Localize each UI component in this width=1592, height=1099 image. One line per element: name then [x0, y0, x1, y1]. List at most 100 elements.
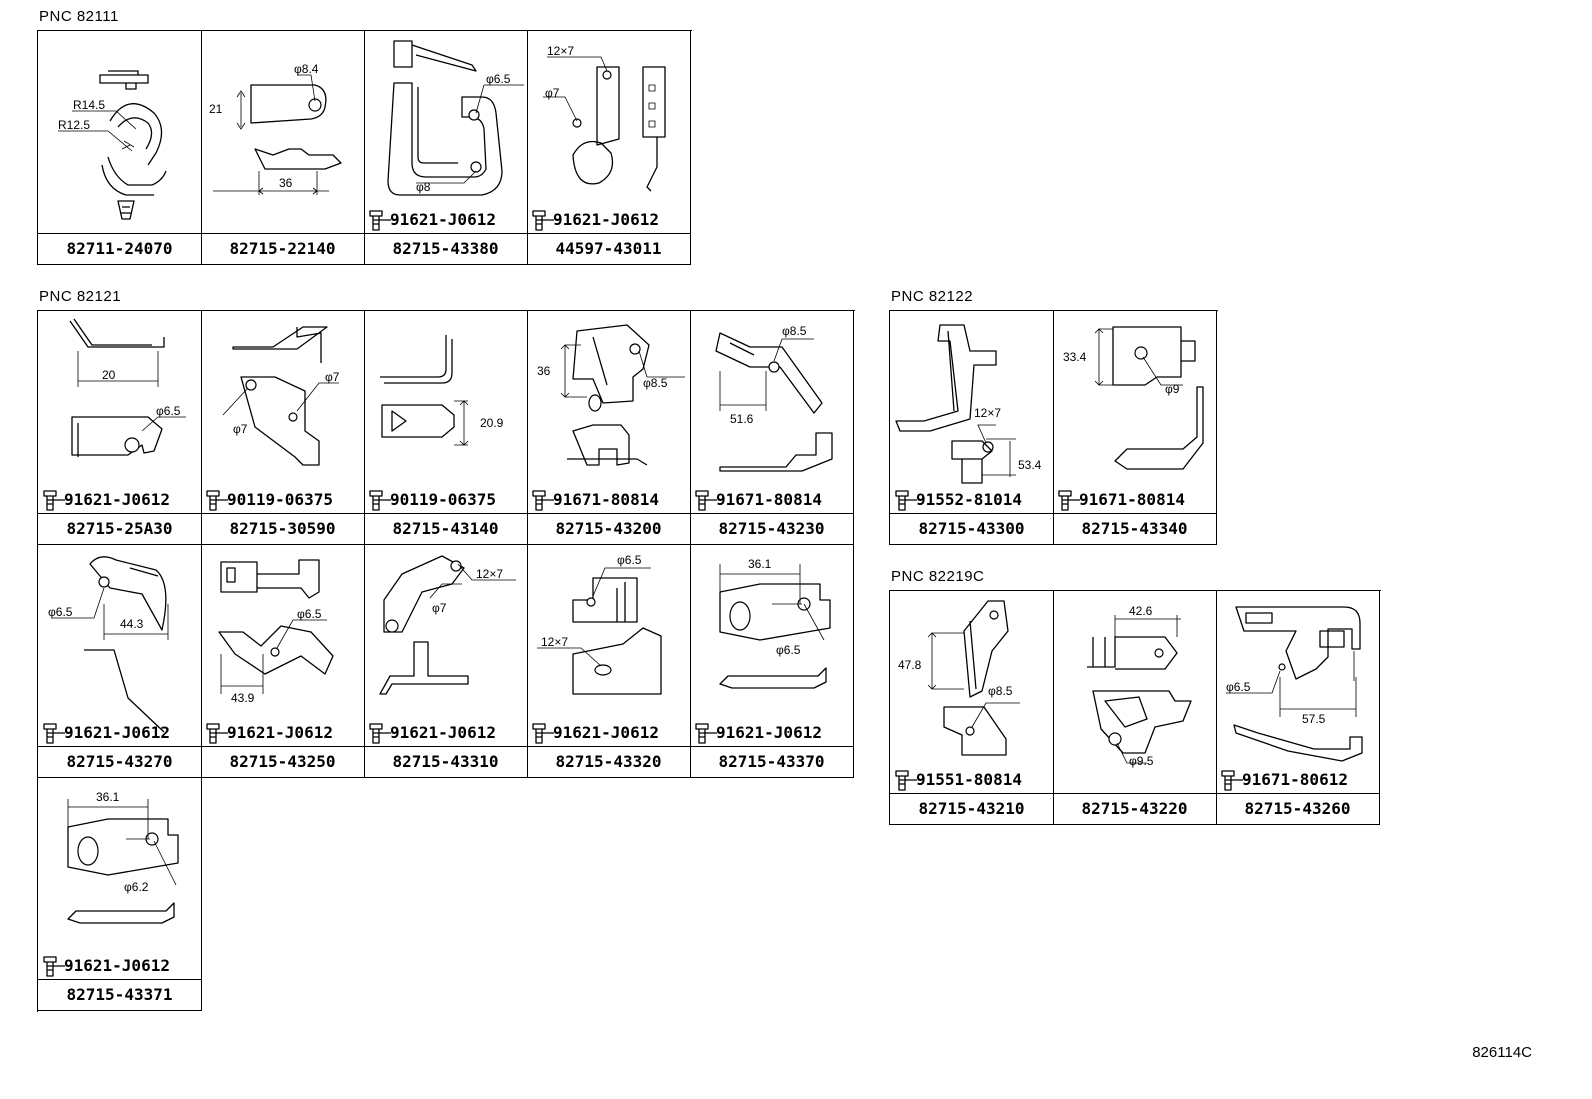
part-illustration: φ8.5 51.6	[715, 324, 833, 472]
dim-label: φ6.5	[156, 404, 181, 418]
part-illustration: 12×7 φ7	[379, 555, 516, 695]
part-number: 82715-43260	[1216, 793, 1379, 824]
part-cell: φ6.5 12×7 91621-J0612 82715-43320	[527, 544, 691, 778]
part-illustration: φ8.4 21 36	[209, 62, 342, 195]
bolt-callout: 91551-80814	[894, 767, 1054, 791]
bolt-callout: 91621-J0612	[694, 720, 854, 744]
part-number: 82715-22140	[201, 233, 364, 264]
dim-label: φ6.5	[297, 607, 322, 621]
dim-label: 12×7	[974, 406, 1001, 420]
group-label-82111: PNC 82111	[39, 8, 119, 25]
bolt-icon	[532, 490, 554, 511]
bolt-callout: 91621-J0612	[368, 720, 528, 744]
part-illustration: φ6.5 43.9	[218, 559, 334, 705]
part-number: 82715-43370	[690, 746, 853, 777]
part-illustration: 12×7 53.4	[895, 324, 1042, 484]
bolt-callout: 91621-J0612	[42, 487, 202, 511]
part-cell: 47.8 φ8.5 91551-80814 82715-43210	[890, 591, 1054, 825]
bolt-icon	[1221, 770, 1243, 791]
group-grid-82111: R14.5 R12.5 82711-24070 φ8.4 21 36 82715…	[37, 30, 692, 265]
dim-label: 53.4	[1018, 458, 1042, 472]
part-cell: φ7 φ7 90119-06375 82715-30590	[201, 311, 365, 545]
dim-label: φ6.5	[776, 643, 801, 657]
bolt-part-number: 91671-80814	[1079, 490, 1185, 509]
part-number: 82715-43200	[527, 513, 690, 544]
group-label-82122: PNC 82122	[891, 288, 974, 305]
part-number: 82715-43371	[38, 979, 201, 1010]
part-cell: φ8.4 21 36 82715-22140	[201, 31, 365, 265]
bolt-part-number: 91671-80612	[1242, 770, 1348, 789]
part-cell: φ6.5 43.9 91621-J0612 82715-43250	[201, 544, 365, 778]
bolt-part-number: 91621-J0612	[227, 723, 333, 742]
part-illustration: φ6.5 φ8	[387, 40, 524, 196]
dim-label: φ8.5	[782, 324, 807, 338]
part-illustration: 47.8 φ8.5	[898, 600, 1020, 756]
part-illustration: 12×7 φ7	[543, 44, 666, 192]
bolt-callout: 91621-J0612	[42, 720, 202, 744]
bolt-callout: 91671-80612	[1220, 767, 1380, 791]
bolt-part-number: 91621-J0612	[553, 723, 659, 742]
dim-label: φ7	[432, 601, 447, 615]
dim-label: φ8.4	[294, 62, 319, 76]
part-number: 82715-43140	[364, 513, 527, 544]
part-illustration: R14.5 R12.5	[58, 70, 167, 220]
part-number: 82715-43250	[201, 746, 364, 777]
dim-label: φ6.5	[1226, 680, 1251, 694]
part-illustration: φ7 φ7	[222, 326, 340, 466]
illustration-code: 826114C	[1472, 1044, 1532, 1061]
dim-label: 57.5	[1302, 712, 1326, 726]
bolt-callout: 91621-J0612	[205, 720, 365, 744]
dim-label: 47.8	[898, 658, 922, 672]
bolt-icon	[369, 210, 391, 231]
part-cell: 33.4 φ9 91671-80814 82715-43340	[1053, 311, 1217, 545]
dim-label: 12×7	[476, 567, 503, 581]
dim-label: 33.4	[1063, 350, 1087, 364]
part-number: 82711-24070	[38, 233, 201, 264]
bolt-callout: 91671-80814	[694, 487, 854, 511]
bolt-icon	[1058, 490, 1080, 511]
dim-label: 36	[537, 364, 551, 378]
part-cell: 12×7 φ7 91621-J0612 44597-43011	[527, 31, 691, 265]
part-cell: 12×7 φ7 91621-J0612 82715-43310	[364, 544, 528, 778]
dim-label: 43.9	[231, 691, 255, 705]
bolt-icon	[369, 490, 391, 511]
part-cell: R14.5 R12.5 82711-24070	[38, 31, 202, 265]
bolt-part-number: 91621-J0612	[716, 723, 822, 742]
bolt-part-number: 91621-J0612	[64, 956, 170, 975]
dim-label: φ8	[416, 180, 431, 194]
bolt-part-number: 91552-81014	[916, 490, 1022, 509]
part-number: 82715-43220	[1053, 793, 1216, 824]
bolt-callout: 91621-J0612	[368, 207, 528, 231]
dim-label: φ9	[1165, 382, 1180, 396]
dim-label: 42.6	[1129, 604, 1153, 618]
bolt-callout: 91621-J0612	[42, 953, 202, 977]
part-number: 82715-43210	[890, 793, 1053, 824]
part-number: 82715-30590	[201, 513, 364, 544]
dim-label: R12.5	[58, 118, 90, 132]
dim-label: φ7	[545, 86, 560, 100]
part-number: 82715-43300	[890, 513, 1053, 544]
bolt-icon	[695, 490, 717, 511]
bolt-part-number: 91621-J0612	[553, 210, 659, 229]
part-cell: 36.1 φ6.5 91621-J0612 82715-43370	[690, 544, 854, 778]
part-number: 82715-43320	[527, 746, 690, 777]
dim-label: 51.6	[730, 412, 754, 426]
part-illustration: 36.1 φ6.2	[67, 790, 179, 924]
part-cell: 12×7 53.4 91552-81014 82715-43300	[890, 311, 1054, 545]
dim-label: φ9.5	[1129, 754, 1154, 768]
bolt-callout: 91552-81014	[894, 487, 1054, 511]
part-number: 82715-43380	[364, 233, 527, 264]
dim-label: 20	[102, 368, 116, 382]
part-cell: 36 φ8.5 91671-80814 82715-43200	[527, 311, 691, 545]
part-illustration: φ6.5 12×7	[537, 553, 662, 695]
dim-label: φ6.5	[48, 605, 73, 619]
part-cell: 42.6 φ9.5 82715-43220	[1053, 591, 1217, 825]
dim-label: 36.1	[96, 790, 120, 804]
bolt-part-number: 91621-J0612	[390, 723, 496, 742]
part-cell: φ6.5 φ8 91621-J0612 82715-43380	[364, 31, 528, 265]
bolt-icon	[895, 770, 917, 791]
part-cell: 20 φ6.5 91621-J0612 82715-25A30	[38, 311, 202, 545]
bolt-callout: 90119-06375	[368, 487, 528, 511]
part-cell: φ8.5 51.6 91671-80814 82715-43230	[690, 311, 854, 545]
bolt-part-number: 91621-J0612	[64, 490, 170, 509]
